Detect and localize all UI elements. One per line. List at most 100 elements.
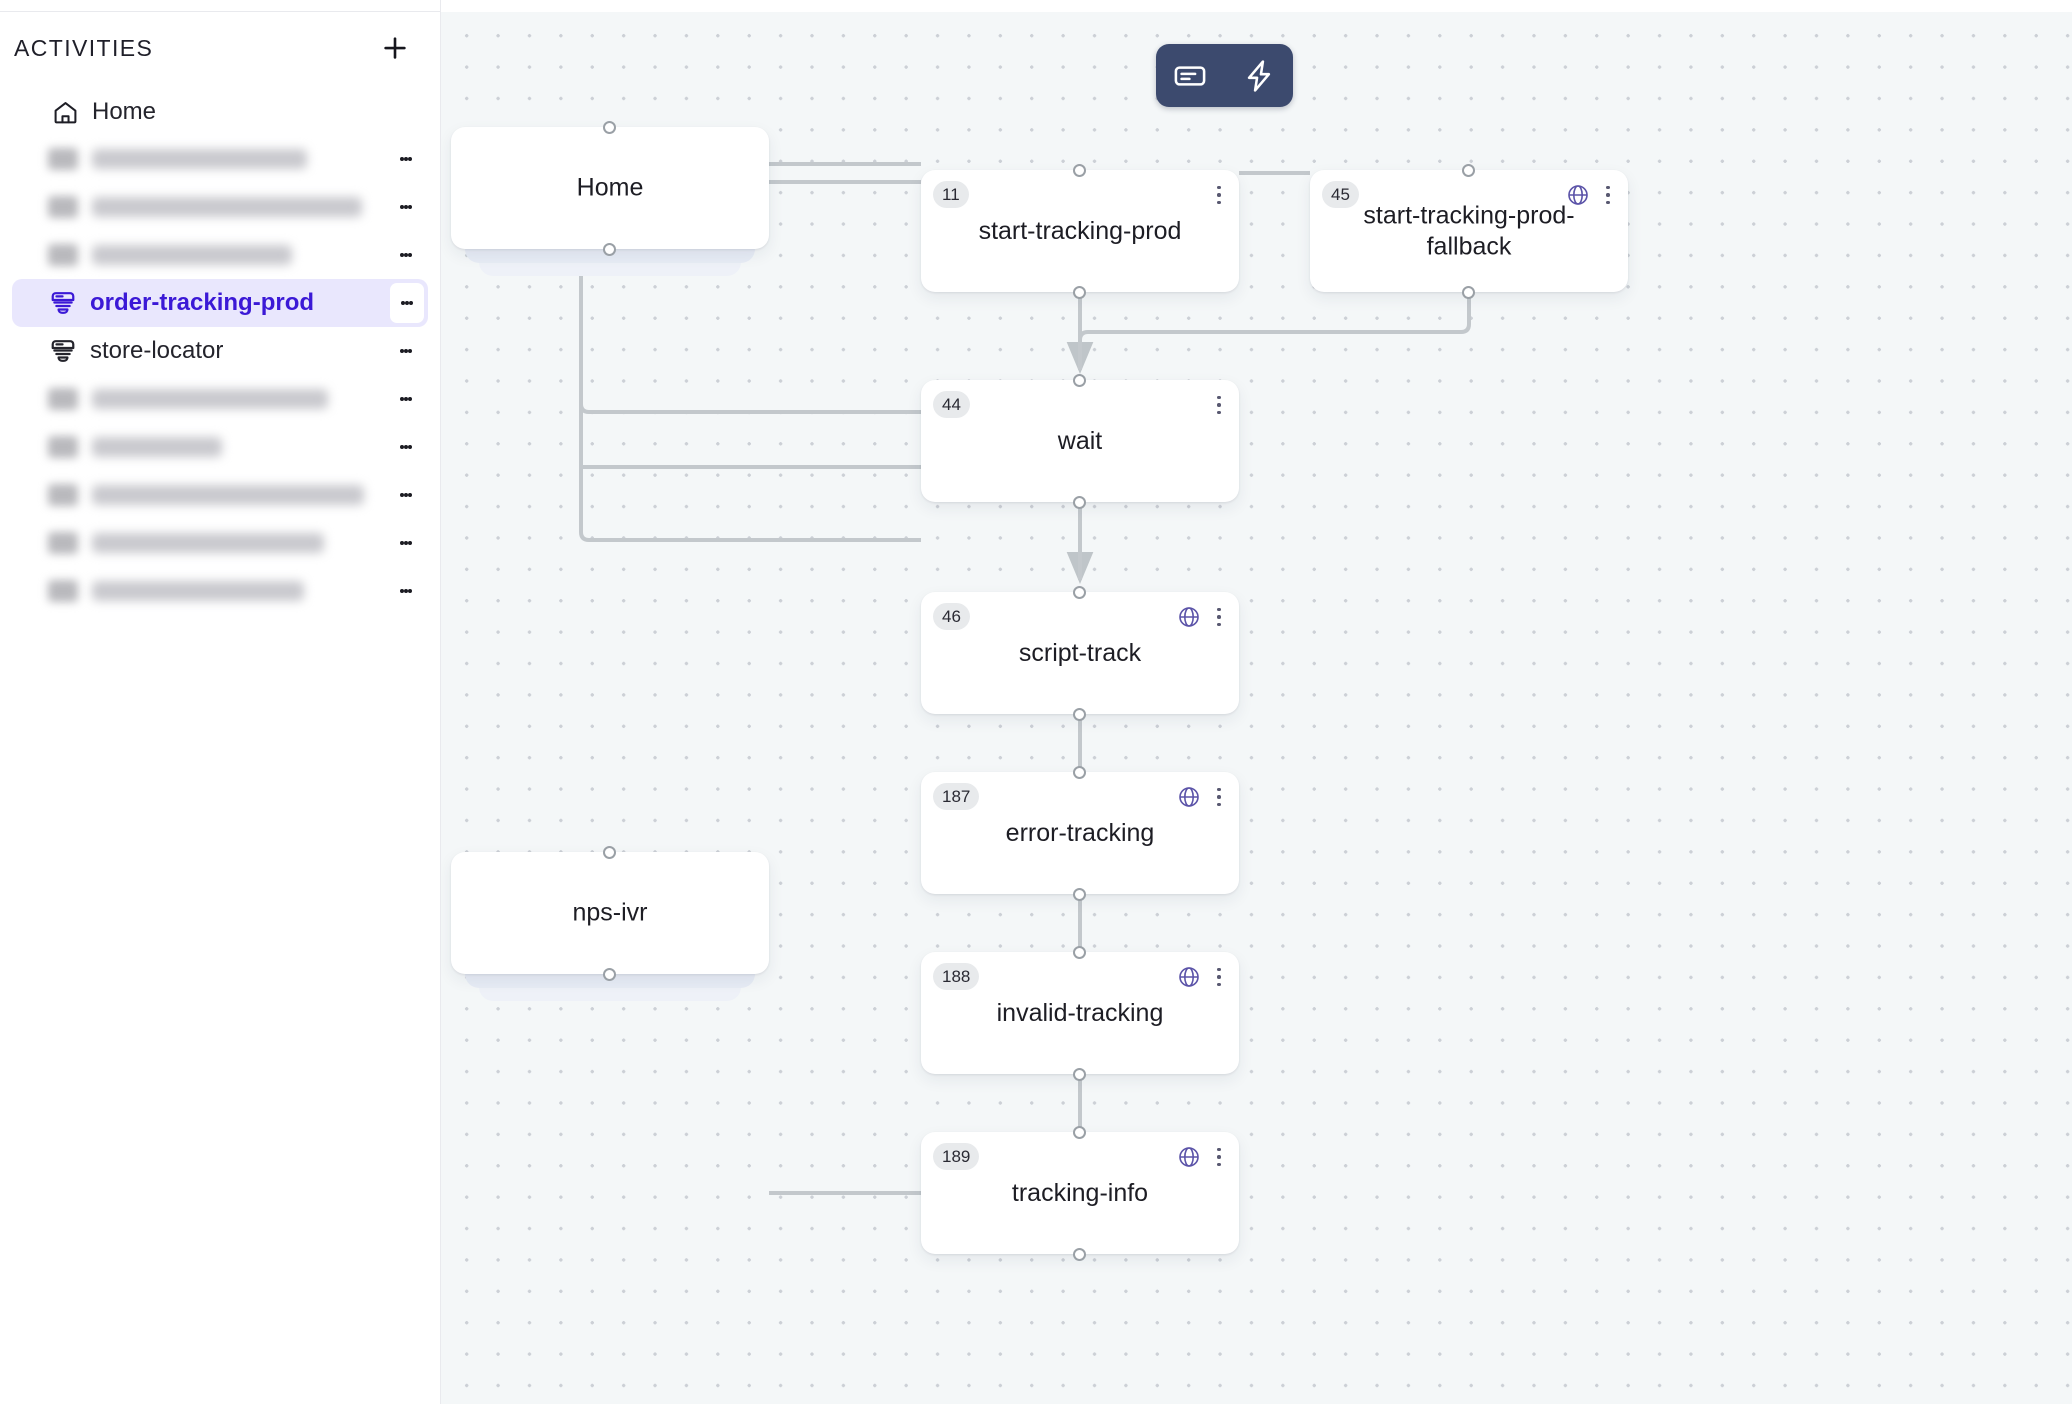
node-nps-ivr[interactable]: nps-ivr xyxy=(451,846,769,1001)
node-handle-top[interactable] xyxy=(1073,374,1086,387)
node-handle-top[interactable] xyxy=(1073,946,1086,959)
node-menu-button[interactable] xyxy=(1208,602,1230,632)
node-handle-bottom[interactable] xyxy=(1073,1248,1086,1261)
node-label: start-tracking-prod-fallback xyxy=(1363,201,1575,261)
sidebar-header: ACTIVITIES xyxy=(0,0,440,67)
sidebar-item-store-locator[interactable]: store-locator xyxy=(12,327,428,375)
plus-icon xyxy=(380,33,410,63)
redacted-icon xyxy=(48,148,78,170)
node-invalid-tracking[interactable]: 188 invalid-tracking xyxy=(921,946,1239,1081)
redacted-label xyxy=(92,245,292,265)
list-item-redacted[interactable] xyxy=(12,135,428,183)
node-label: tracking-info xyxy=(1011,1178,1149,1207)
node-script-track[interactable]: 46 script-track xyxy=(921,586,1239,721)
node-start-tracking-prod-fallback[interactable]: 45 start-tracking-prod-fallback xyxy=(1310,164,1628,299)
redacted-icon xyxy=(48,196,78,218)
sidebar-item-label: order-tracking-prod xyxy=(90,289,315,316)
node-badge: 45 xyxy=(1322,181,1359,208)
node-handle-bottom[interactable] xyxy=(1073,286,1086,299)
redacted-label xyxy=(92,389,328,409)
redacted-icon xyxy=(48,244,78,266)
node-handle-top[interactable] xyxy=(603,121,616,134)
node-handle-bottom[interactable] xyxy=(1073,708,1086,721)
redacted-icon xyxy=(48,484,78,506)
node-badge: 44 xyxy=(933,391,970,418)
node-handle-bottom[interactable] xyxy=(1073,888,1086,901)
redacted-label xyxy=(92,533,324,553)
node-label: start-tracking-prod xyxy=(978,216,1182,245)
node-badge: 187 xyxy=(933,783,980,810)
node-handle-top[interactable] xyxy=(1073,1126,1086,1139)
row-menu-button[interactable] xyxy=(390,236,422,274)
node-card-icon[interactable] xyxy=(1164,50,1216,102)
node-menu-button[interactable] xyxy=(1597,180,1619,210)
lightning-bolt-icon[interactable] xyxy=(1233,50,1285,102)
list-item-redacted[interactable] xyxy=(12,183,428,231)
row-menu-button[interactable] xyxy=(390,476,422,514)
redacted-icon xyxy=(48,580,78,602)
globe-icon[interactable] xyxy=(1177,1145,1201,1169)
row-menu-button[interactable] xyxy=(390,140,422,178)
node-start-tracking-prod[interactable]: 11 start-tracking-prod xyxy=(921,164,1239,299)
node-menu-button[interactable] xyxy=(1208,1142,1230,1172)
node-label: Home xyxy=(576,173,644,202)
node-wait[interactable]: 44 wait xyxy=(921,374,1239,509)
list-item-redacted[interactable] xyxy=(12,471,428,519)
node-label: wait xyxy=(1057,426,1103,455)
list-item-redacted[interactable] xyxy=(12,231,428,279)
node-label: invalid-tracking xyxy=(996,998,1164,1027)
node-handle-bottom[interactable] xyxy=(1073,496,1086,509)
sidebar-item-order-tracking-prod[interactable]: order-tracking-prod xyxy=(12,279,428,327)
flow-canvas[interactable]: Home 11 start-tracking-prod 45 xyxy=(441,12,2072,1404)
activities-list: Home xyxy=(0,89,440,615)
redacted-icon xyxy=(48,388,78,410)
globe-icon[interactable] xyxy=(1566,183,1590,207)
node-handle-bottom[interactable] xyxy=(603,243,616,256)
row-menu-button[interactable] xyxy=(390,283,424,323)
node-handle-top[interactable] xyxy=(1073,586,1086,599)
node-menu-button[interactable] xyxy=(1208,782,1230,812)
node-handle-top[interactable] xyxy=(1073,766,1086,779)
sidebar-item-home[interactable]: Home xyxy=(12,89,428,135)
row-menu-button[interactable] xyxy=(390,524,422,562)
node-error-tracking[interactable]: 187 error-tracking xyxy=(921,766,1239,901)
home-icon xyxy=(50,97,80,127)
node-home[interactable]: Home xyxy=(451,121,769,276)
node-badge: 188 xyxy=(933,963,980,990)
node-label: error-tracking xyxy=(1005,818,1155,847)
node-menu-button[interactable] xyxy=(1208,180,1230,210)
sidebar-item-label: store-locator xyxy=(90,337,224,364)
redacted-label xyxy=(92,485,364,505)
node-tracking-info[interactable]: 189 tracking-info xyxy=(921,1126,1239,1261)
page-title: ACTIVITIES xyxy=(14,34,154,61)
row-menu-button[interactable] xyxy=(390,428,422,466)
row-menu-button[interactable] xyxy=(390,188,422,226)
node-nps-ivr-card[interactable]: nps-ivr xyxy=(451,852,769,974)
row-menu-button[interactable] xyxy=(390,332,422,370)
node-badge: 189 xyxy=(933,1143,980,1170)
row-menu-button[interactable] xyxy=(390,572,422,610)
node-handle-bottom[interactable] xyxy=(1462,286,1475,299)
globe-icon[interactable] xyxy=(1177,785,1201,809)
list-item-redacted[interactable] xyxy=(12,423,428,471)
node-handle-top[interactable] xyxy=(603,846,616,859)
globe-icon[interactable] xyxy=(1177,605,1201,629)
redacted-label xyxy=(92,581,304,601)
list-item-redacted[interactable] xyxy=(12,519,428,567)
node-menu-button[interactable] xyxy=(1208,962,1230,992)
list-item-redacted[interactable] xyxy=(12,567,428,615)
node-menu-button[interactable] xyxy=(1208,390,1230,420)
node-handle-bottom[interactable] xyxy=(1073,1068,1086,1081)
sidebar-item-label: Home xyxy=(92,98,157,125)
node-handle-top[interactable] xyxy=(1073,164,1086,177)
row-menu-button[interactable] xyxy=(390,380,422,418)
node-handle-bottom[interactable] xyxy=(603,968,616,981)
list-item-redacted[interactable] xyxy=(12,375,428,423)
node-badge: 11 xyxy=(933,181,969,208)
node-handle-top[interactable] xyxy=(1462,164,1475,177)
node-home-card[interactable]: Home xyxy=(451,127,769,249)
edge-fallback-wait xyxy=(1078,292,1471,370)
add-activity-button[interactable] xyxy=(376,29,414,67)
globe-icon[interactable] xyxy=(1177,965,1201,989)
